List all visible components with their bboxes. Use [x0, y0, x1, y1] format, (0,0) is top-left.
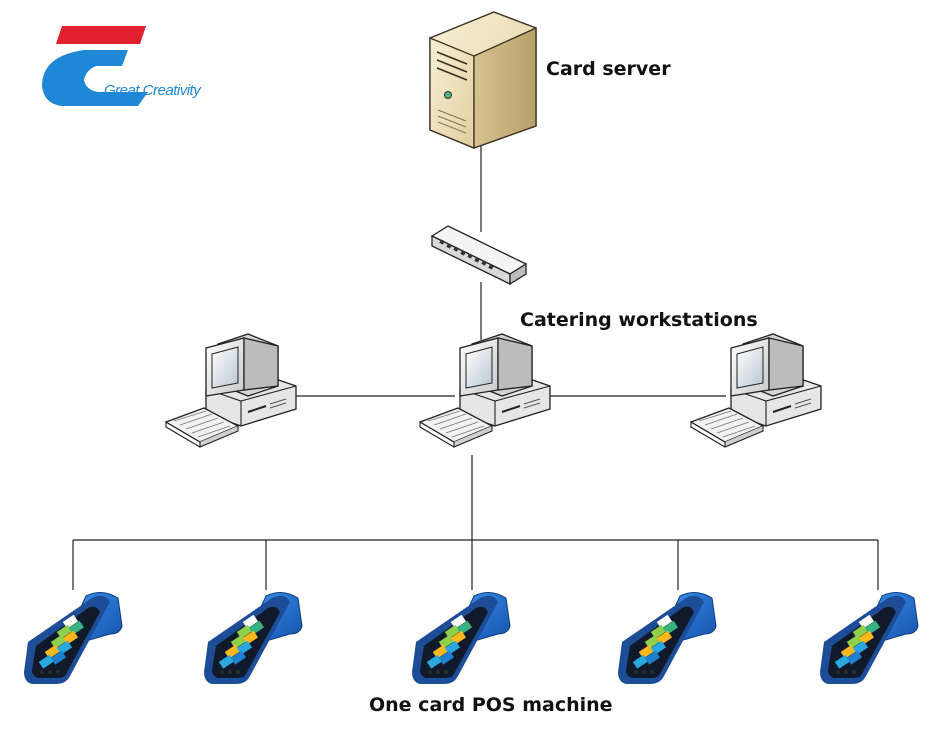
- workstations-label: Catering workstations: [520, 309, 758, 331]
- network-switch: [430, 225, 528, 286]
- pos-machine-5: [819, 591, 919, 685]
- pos-machine-1: [23, 591, 123, 685]
- logo-blue-shape: [42, 50, 148, 106]
- pos-machine-2: [203, 591, 303, 685]
- connection-lines: [72, 140, 879, 590]
- logo-red-bar: [56, 26, 146, 44]
- card-server-label: Card server: [546, 58, 671, 80]
- pos-machines-label: One card POS machine: [369, 694, 613, 716]
- card-server: [429, 11, 537, 149]
- pos-machine-3: [411, 591, 511, 685]
- logo-wordmark: Great Creativity: [104, 82, 201, 99]
- company-logo: [42, 26, 148, 106]
- workstation-center: [419, 333, 551, 448]
- pos-machine-4: [617, 591, 717, 685]
- workstation-left: [165, 333, 297, 448]
- workstation-right: [690, 333, 822, 448]
- power-led: [444, 91, 452, 99]
